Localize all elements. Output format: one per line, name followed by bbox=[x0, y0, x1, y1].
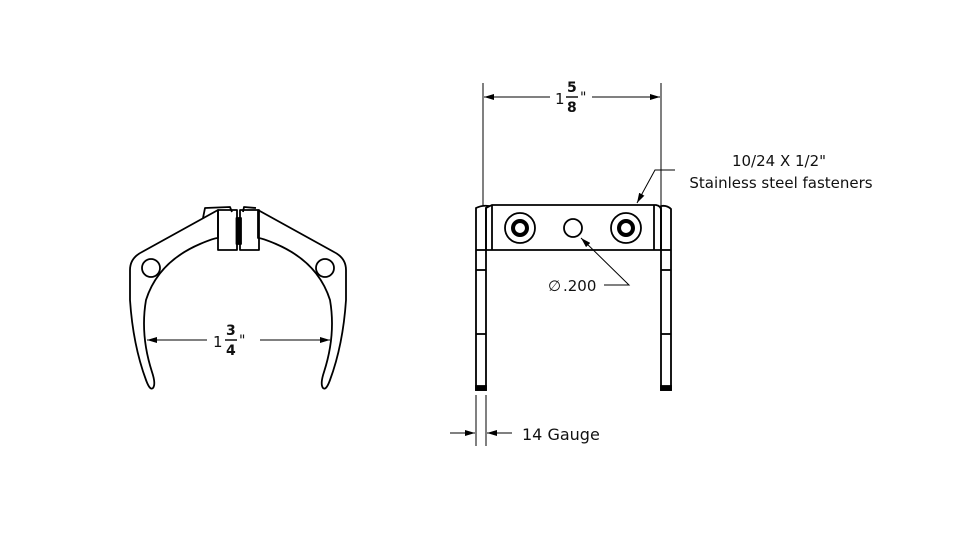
thickness-callout: 14 Gauge bbox=[450, 395, 600, 446]
fastener-note-line1: 10/24 X 1/2" bbox=[732, 152, 826, 170]
side-width-dimension: 1 5 8 " bbox=[482, 80, 662, 205]
thickness-note: 14 Gauge bbox=[522, 425, 600, 444]
side-dim-numerator: 5 bbox=[567, 80, 577, 96]
front-view-clamp bbox=[129, 206, 347, 390]
fastener-callout: 10/24 X 1/2" Stainless steel fasteners bbox=[636, 152, 873, 204]
hole-diameter-value: .200 bbox=[563, 277, 596, 295]
diameter-symbol: ∅ bbox=[548, 277, 561, 295]
side-dim-whole: 1 bbox=[555, 90, 565, 108]
side-dim-denominator: 8 bbox=[567, 100, 577, 116]
front-dim-whole: 1 bbox=[213, 333, 223, 351]
front-dim-denominator: 4 bbox=[226, 343, 236, 359]
front-dim-unit: " bbox=[239, 333, 245, 349]
front-width-dimension: 1 3 4 " bbox=[147, 323, 330, 359]
front-dim-numerator: 3 bbox=[226, 323, 236, 339]
fastener-note-line2: Stainless steel fasteners bbox=[689, 174, 872, 192]
side-dim-unit: " bbox=[580, 90, 586, 106]
hole-callout: ∅ .200 bbox=[548, 237, 631, 295]
side-view-bracket bbox=[475, 204, 672, 391]
